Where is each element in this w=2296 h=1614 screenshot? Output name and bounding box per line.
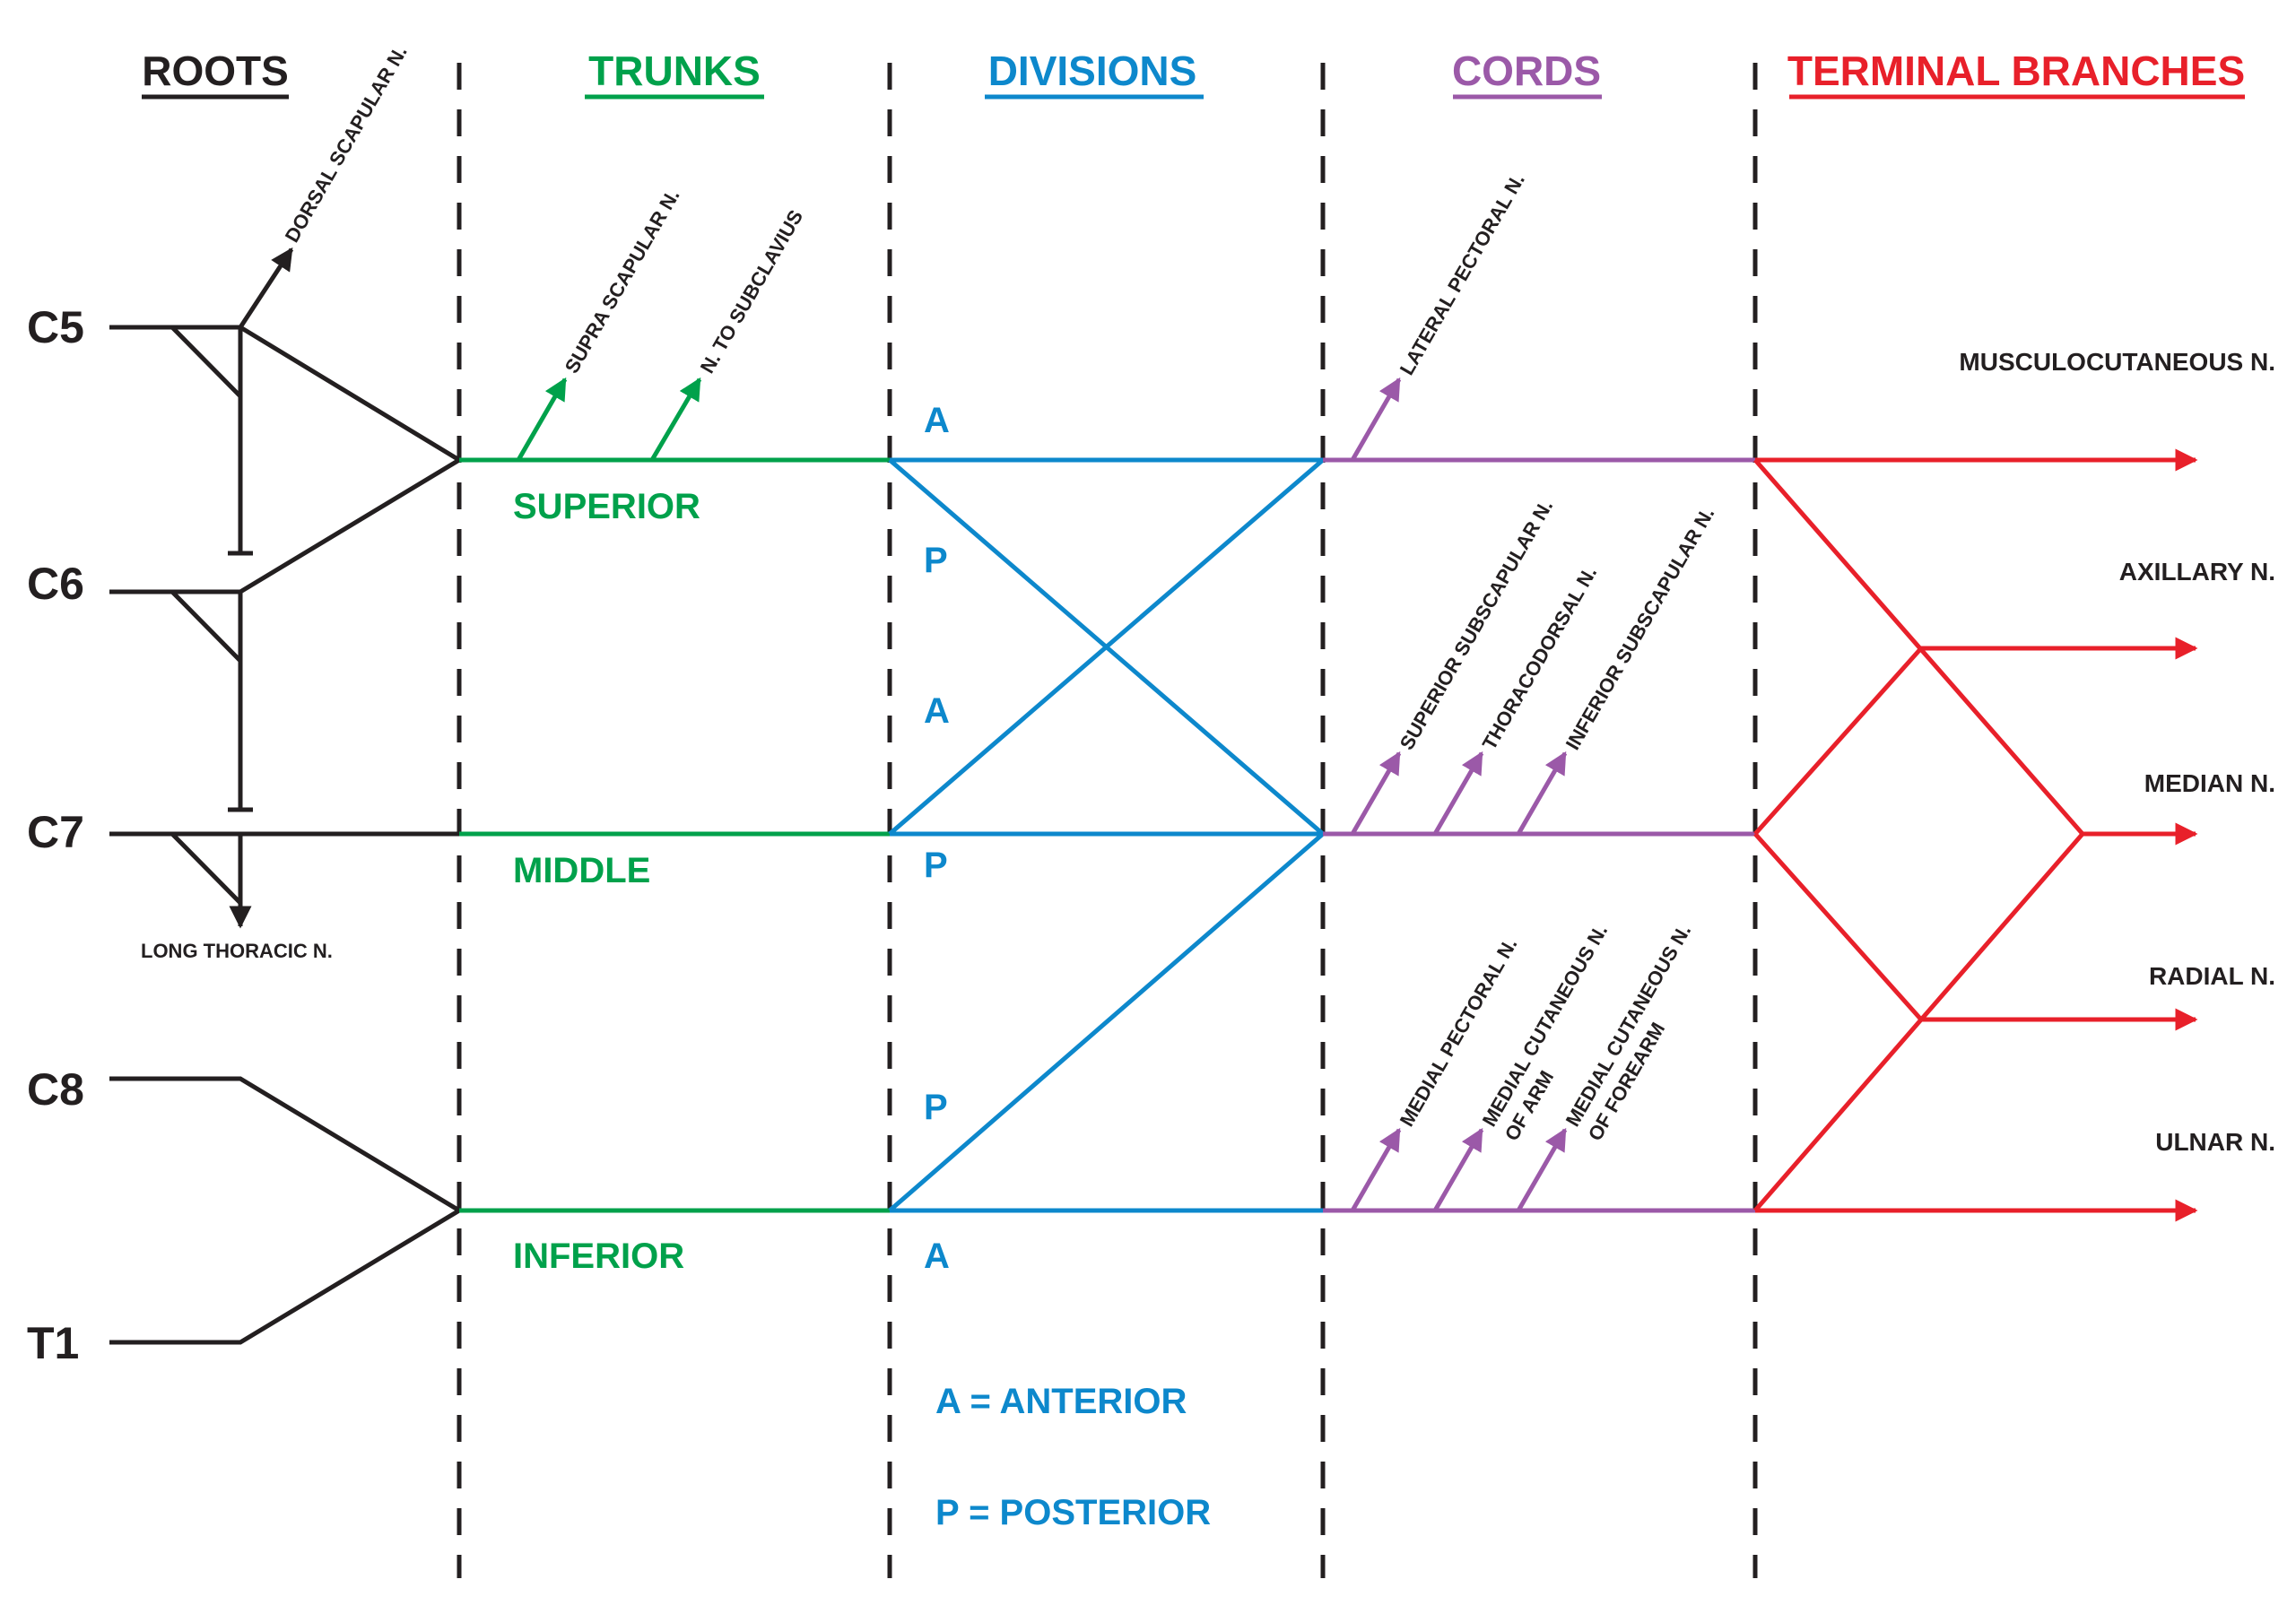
thoracodorsal-arrow xyxy=(1432,751,1484,836)
heading-roots: ROOTS xyxy=(142,48,289,94)
dorsal-scapular-label: DORSAL SCAPULAR N. xyxy=(281,41,412,246)
root-c6-to-superior xyxy=(239,457,461,594)
radial-label: RADIAL N. xyxy=(2149,962,2275,990)
to-subclavius-label: N. TO SUBCLAVIUS xyxy=(696,206,808,377)
trunk-middle-label: MIDDLE xyxy=(513,851,650,890)
root-label-c7: C7 xyxy=(27,807,84,857)
root-c8-line xyxy=(109,1076,461,1213)
division-middle-anterior xyxy=(888,458,1325,836)
roots-lines xyxy=(109,247,461,1345)
root-c6-tick xyxy=(170,590,242,663)
root-c7-tick xyxy=(170,832,242,905)
median-label: MEDIAN N. xyxy=(2144,769,2275,797)
medial-cutaneous-arm-arrow xyxy=(1432,1127,1484,1212)
lateral-pectoral-arrow xyxy=(1350,377,1402,462)
medial-cutaneous-forearm-arrow xyxy=(1516,1127,1568,1212)
musculocutaneous-label: MUSCULOCUTANEOUS N. xyxy=(1959,348,2275,376)
root-label-c8: C8 xyxy=(27,1064,84,1115)
inferior-subscapular-arrow xyxy=(1516,751,1568,836)
terminal-lines xyxy=(1753,448,2198,1222)
heading-trunks: TRUNKS xyxy=(588,48,761,94)
to-subclavius-arrow xyxy=(649,377,702,462)
headings: ROOTS TRUNKS DIVISIONS CORDS TERMINAL BR… xyxy=(142,48,2245,100)
posterior-to-axillary xyxy=(1753,646,1923,836)
division-letters: A P A P P A xyxy=(924,401,950,1276)
division-inferior-posterior xyxy=(888,832,1325,1212)
long-thoracic-label: LONG THORACIC N. xyxy=(141,940,333,962)
division-letter-a3: A xyxy=(924,1237,950,1276)
medial-pectoral-arrow xyxy=(1350,1127,1402,1212)
trunk-inferior-label: INFERIOR xyxy=(513,1237,684,1276)
axillary-label: AXILLARY N. xyxy=(2119,558,2275,586)
dorsal-scapular-arrow xyxy=(238,247,294,329)
root-label-c6: C6 xyxy=(27,559,84,609)
cords-lines xyxy=(1323,377,1755,1213)
trunks-lines xyxy=(459,377,890,1213)
trunk-superior-label: SUPERIOR xyxy=(513,487,700,526)
inferior-subscapular-label: INFERIOR SUBSCAPULAR N. xyxy=(1561,503,1719,753)
root-c5-tick xyxy=(170,325,242,398)
division-letter-p1: P xyxy=(924,541,948,580)
root-c5-to-superior xyxy=(239,325,461,463)
division-letter-p2: P xyxy=(924,846,948,885)
divisions-lines xyxy=(888,457,1325,1213)
heading-divisions: DIVISIONS xyxy=(988,48,1197,94)
heading-terminal-branches: TERMINAL BRANCHES xyxy=(1787,48,2245,94)
division-letter-a2: A xyxy=(924,691,950,731)
supra-scapular-label: SUPRA SCAPULAR N. xyxy=(561,186,684,377)
superior-subscapular-arrow xyxy=(1350,751,1402,836)
heading-cords: CORDS xyxy=(1452,48,1601,94)
root-labels: C5 C6 C7 C8 T1 xyxy=(27,302,84,1368)
posterior-to-radial xyxy=(1753,832,1923,1021)
division-letter-a1: A xyxy=(924,401,950,440)
ulnar-label: ULNAR N. xyxy=(2155,1128,2275,1156)
root-t1-line xyxy=(109,1208,461,1345)
legend-posterior: P = POSTERIOR xyxy=(935,1493,1211,1532)
division-letter-p3: P xyxy=(924,1088,948,1127)
root-label-c5: C5 xyxy=(27,302,84,352)
superior-subscapular-label: SUPERIOR SUBSCAPULAR N. xyxy=(1396,496,1558,754)
lateral-pectoral-label: LATERAL PECTORAL N. xyxy=(1396,169,1529,378)
section-dividers xyxy=(457,63,1758,1578)
supra-scapular-arrow xyxy=(516,377,568,462)
lateral-to-median-root xyxy=(1753,458,2084,836)
legend-anterior: A = ANTERIOR xyxy=(935,1382,1187,1421)
medial-to-median-root xyxy=(1753,832,2084,1212)
root-label-t1: T1 xyxy=(27,1318,79,1368)
